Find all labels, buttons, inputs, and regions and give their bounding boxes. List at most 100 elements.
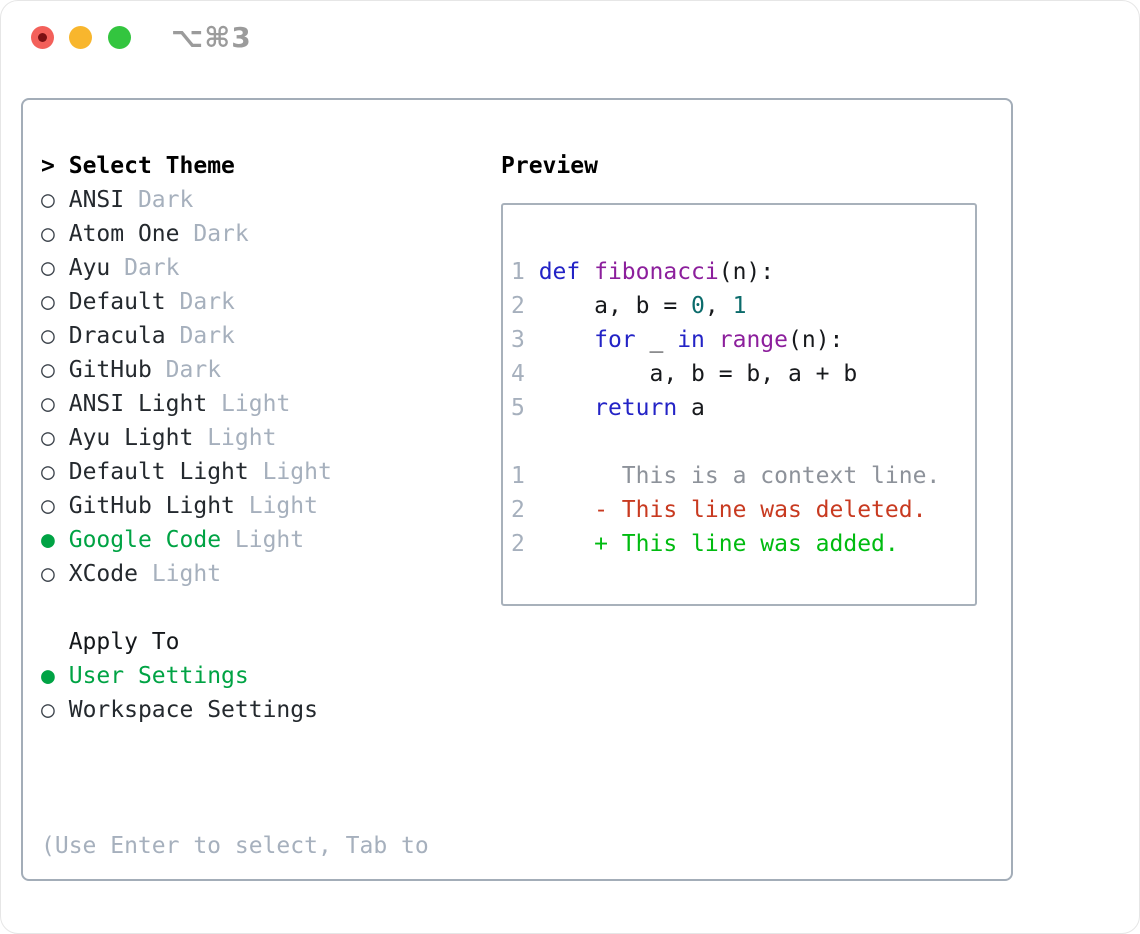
code-token-plain: a (677, 395, 705, 421)
theme-option-default-light[interactable]: ○ Default Light Light (41, 455, 1011, 489)
theme-option-github[interactable]: ○ GitHub Dark (41, 353, 1011, 387)
line-number: 5 (511, 395, 539, 421)
preview-title: Preview (501, 153, 598, 179)
code-token-plain (539, 395, 594, 421)
line-number: 2 (511, 293, 539, 319)
radio-icon: ○ (41, 459, 55, 485)
line-number: 1 (511, 259, 539, 285)
theme-list-header: > Select Theme (41, 149, 1011, 183)
theme-variant: Dark (124, 187, 194, 213)
theme-name: XCode (68, 561, 138, 587)
radio-selected-icon: ● (41, 527, 55, 553)
code-token-literal: 1 (732, 293, 747, 319)
theme-option-atom-one[interactable]: ○ Atom One Dark (41, 217, 1011, 251)
theme-picker-panel: > Select Theme ○ ANSI Dark○ Atom One Dar… (21, 98, 1013, 881)
theme-list: > Select Theme ○ ANSI Dark○ Atom One Dar… (41, 149, 1011, 933)
maximize-button[interactable] (108, 26, 131, 49)
theme-variant: Dark (110, 255, 180, 281)
radio-icon: ○ (41, 561, 55, 587)
theme-variant: Dark (179, 221, 249, 247)
code-token-keyword: for (594, 327, 636, 353)
code-line: 4 a, b = b, a + b (511, 357, 975, 391)
theme-option-xcode[interactable]: ○ XCode Light (41, 557, 1011, 591)
apply-option-label: User Settings (68, 663, 249, 689)
titlebar: ⌥⌘3 (1, 1, 1139, 98)
theme-option-ayu-light[interactable]: ○ Ayu Light Light (41, 421, 1011, 455)
line-number: 4 (511, 361, 539, 387)
code-token-keyword: def (538, 259, 581, 285)
line-number: 2 (511, 531, 525, 557)
radio-icon: ○ (41, 323, 55, 349)
code-token-plain: a, b = (538, 293, 692, 319)
hint-line-1: (Use Enter to select, Tab to (41, 833, 429, 859)
theme-list-title: Select Theme (68, 153, 235, 179)
theme-option-ansi-light[interactable]: ○ ANSI Light Light (41, 387, 1011, 421)
code-token-function: fibonacci (594, 259, 719, 285)
code-line: 5 return a (511, 391, 975, 425)
theme-name: Ayu Light (68, 425, 194, 451)
apply-option-user-settings[interactable]: ● User Settings (41, 659, 1011, 693)
diff-line-added: 2 + This line was added. (511, 527, 975, 561)
line-number: 1 (511, 463, 525, 489)
theme-variant: Light (137, 561, 222, 587)
code-token-literal: 0 (691, 293, 705, 319)
close-active-dot-icon (38, 33, 47, 42)
code-token-plain: _ (635, 327, 678, 353)
spacer (41, 727, 1011, 761)
theme-name: Atom One (68, 221, 180, 247)
theme-name: GitHub (68, 357, 152, 383)
spacer (511, 221, 975, 255)
theme-variant: Light (248, 459, 332, 485)
minimize-button[interactable] (69, 26, 92, 49)
spacer (511, 425, 975, 459)
apply-to-header: Apply To (68, 629, 180, 655)
theme-name: Dracula (68, 323, 166, 349)
code-token-function: range (718, 327, 788, 353)
theme-name: Default (68, 289, 166, 315)
theme-option-github-light[interactable]: ○ GitHub Light Light (41, 489, 1011, 523)
preview-pane: Preview 1 def fibonacci(n):2 a, b = 0, 1… (501, 149, 977, 606)
theme-option-google-code[interactable]: ● Google Code Light (41, 523, 1011, 557)
diff-text: + This line was added. (524, 531, 899, 557)
theme-options: ○ ANSI Dark○ Atom One Dark○ Ayu Dark○ De… (41, 183, 1011, 591)
theme-option-default[interactable]: ○ Default Dark (41, 285, 1011, 319)
apply-option-workspace-settings[interactable]: ○ Workspace Settings (41, 693, 1011, 727)
radio-icon: ○ (41, 391, 55, 417)
close-button[interactable] (31, 26, 54, 49)
diff-text: This is a context line. (524, 463, 941, 489)
theme-name: GitHub Light (68, 493, 235, 519)
theme-option-ansi[interactable]: ○ ANSI Dark (41, 183, 1011, 217)
code-token-plain: , (704, 293, 733, 319)
hint-text: (Use Enter to select, Tab to change focu… (41, 761, 1011, 933)
radio-icon: ○ (41, 289, 55, 315)
code-token-plain: a, b = b, a + b (538, 361, 858, 387)
radio-icon: ○ (41, 187, 55, 213)
window-title: ⌥⌘3 (171, 21, 252, 54)
diff-line-context: 1 This is a context line. (511, 459, 975, 493)
radio-icon: ○ (41, 425, 55, 451)
theme-option-dracula[interactable]: ○ Dracula Dark (41, 319, 1011, 353)
code-token-plain (705, 327, 719, 353)
apply-option-label: Workspace Settings (68, 697, 318, 723)
focus-caret-icon: > (41, 153, 55, 179)
theme-variant: Light (193, 425, 277, 451)
line-number: 2 (511, 497, 525, 523)
code-token-keyword: return (594, 395, 678, 421)
diff-preview: 1 This is a context line.2 - This line w… (511, 459, 975, 561)
radio-icon: ○ (41, 221, 55, 247)
radio-selected-icon: ● (41, 663, 55, 689)
theme-option-ayu[interactable]: ○ Ayu Dark (41, 251, 1011, 285)
theme-variant: Dark (165, 323, 235, 349)
theme-variant: Light (207, 391, 291, 417)
theme-name: Google Code (68, 527, 222, 553)
theme-name: Ayu (68, 255, 111, 281)
code-token-plain: (n): (788, 327, 844, 353)
code-token-plain (539, 327, 594, 353)
code-line: 3 for _ in range(n): (511, 323, 975, 357)
radio-icon: ○ (41, 357, 55, 383)
theme-variant: Dark (151, 357, 222, 383)
theme-name: Default Light (68, 459, 249, 485)
code-line: 1 def fibonacci(n): (511, 255, 975, 289)
